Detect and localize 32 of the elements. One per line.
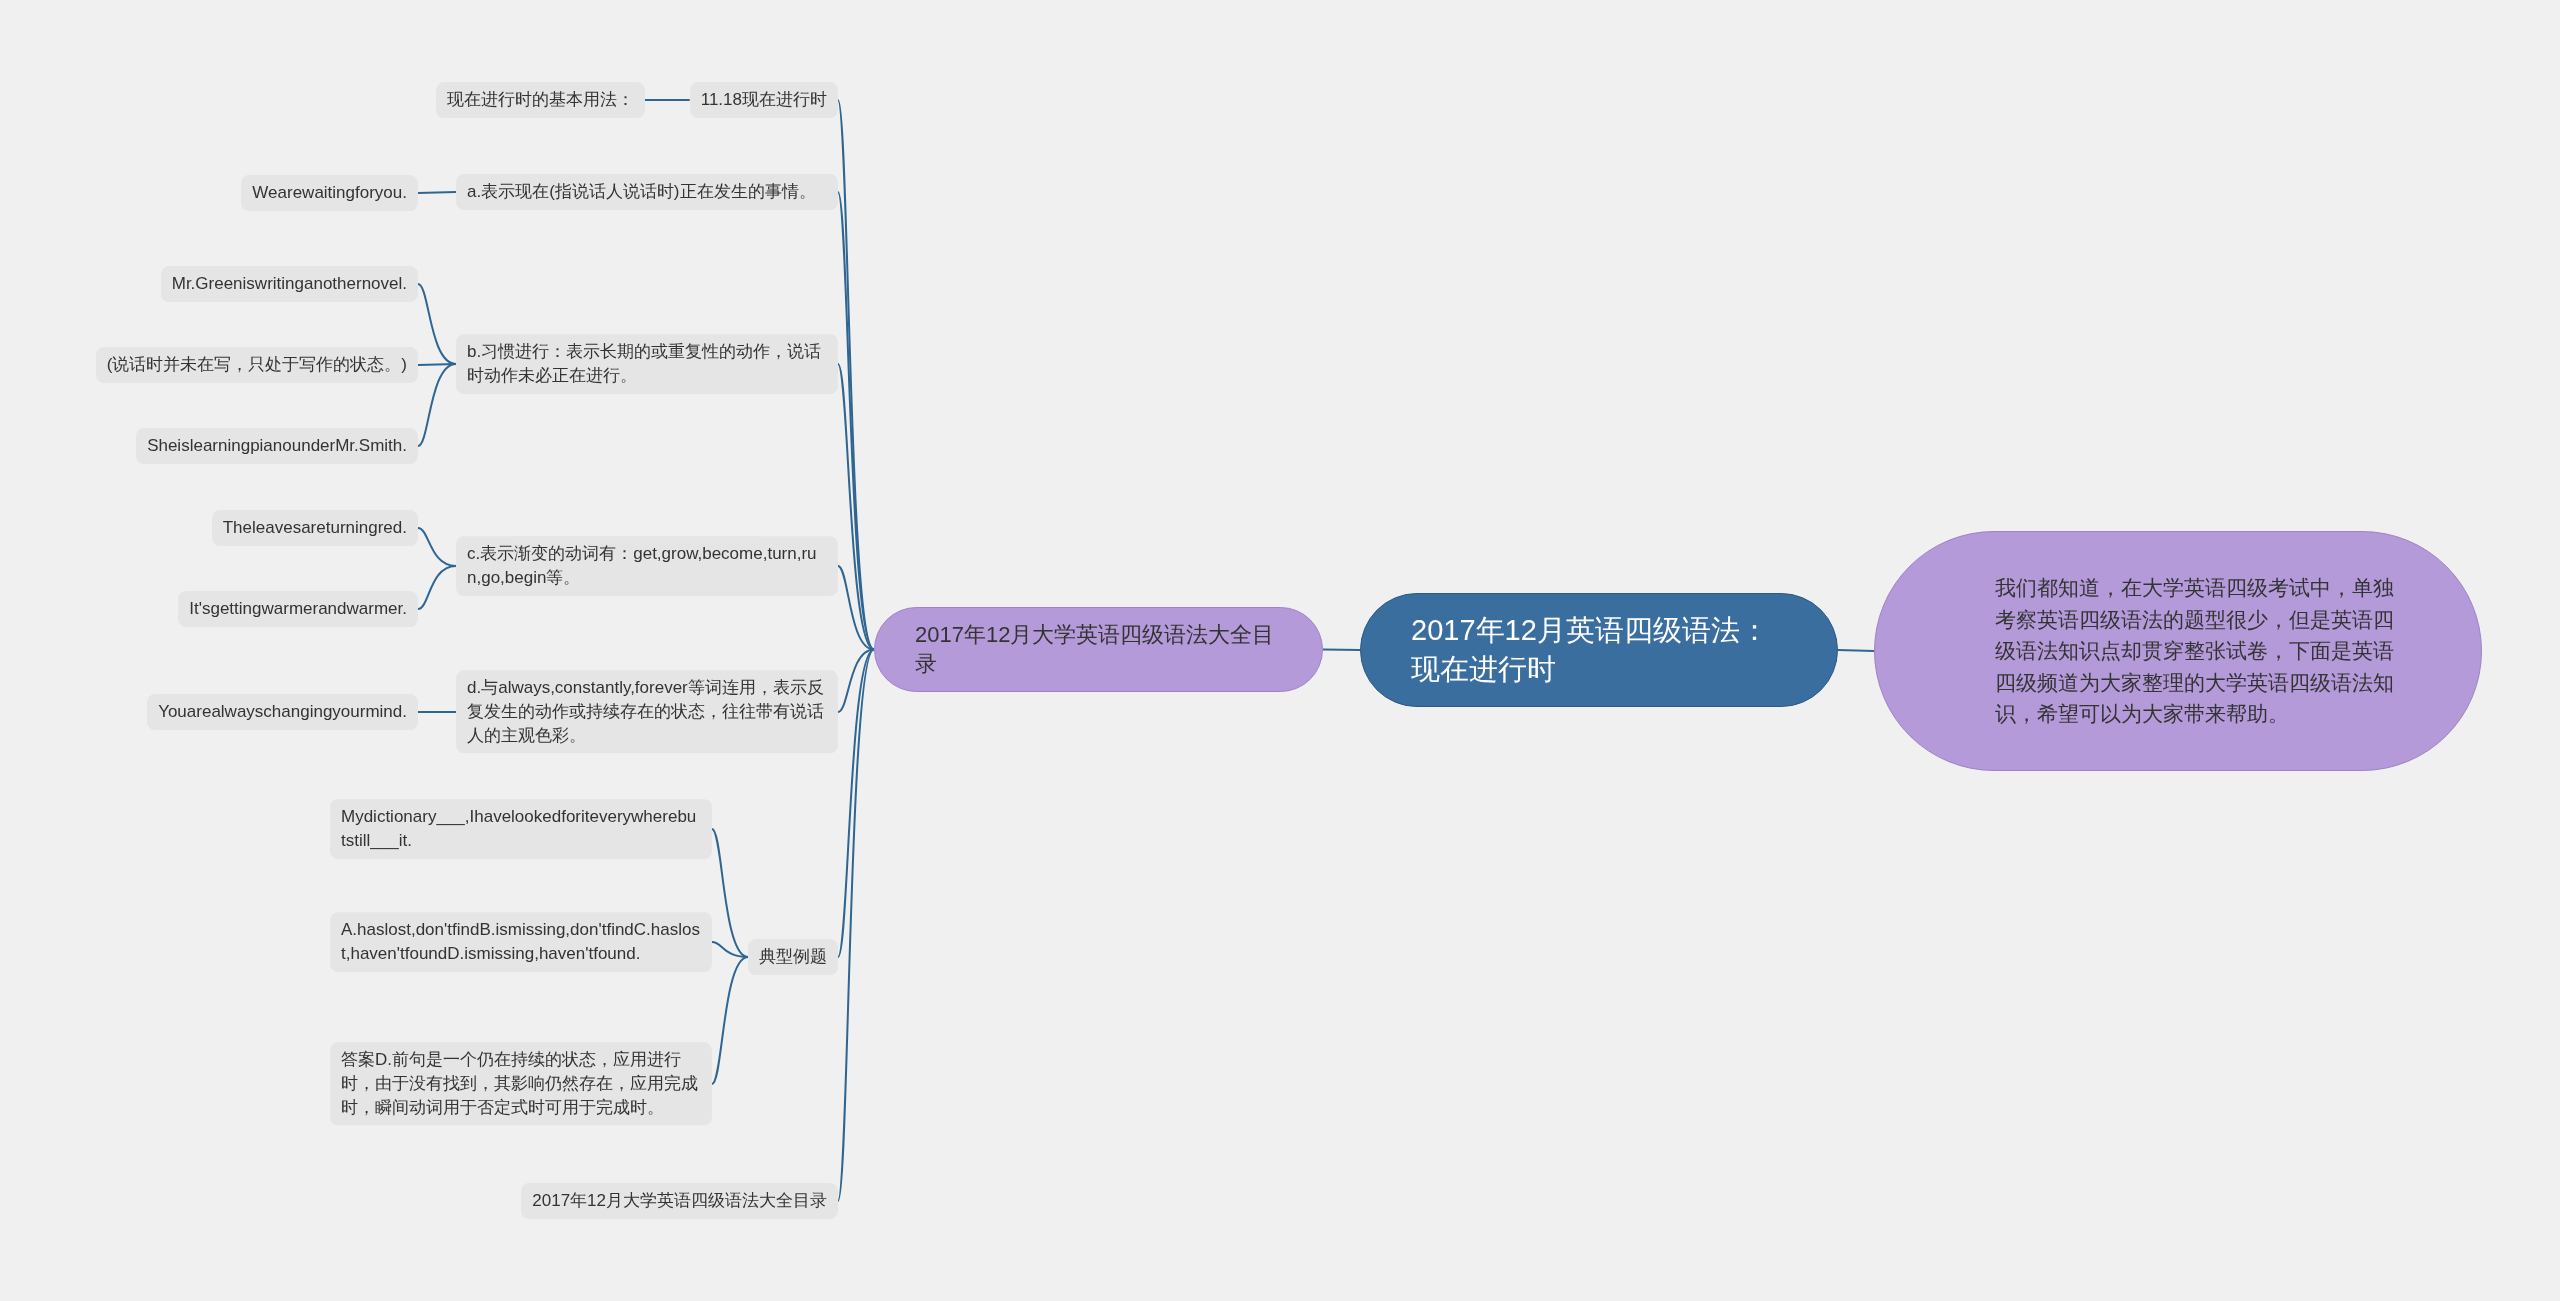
topic-box: Wearewaitingforyou. bbox=[241, 175, 418, 211]
topic-box: A.haslost,don'tfindB.ismissing,don'tfindC.haslost,haven'tfoundD.ismissing,haven'tfound. bbox=[330, 912, 712, 972]
topic-box: 2017年12月大学英语四级语法大全目录 bbox=[521, 1183, 838, 1219]
topic-box: b.习惯进行：表示长期的或重复性的动作，说话时动作未必正在进行。 bbox=[456, 334, 838, 394]
connector-line bbox=[1837, 649, 1875, 652]
topic-box: d.与always,constantly,forever等词连用，表示反复发生的动作或持续存在的状态，往往带有说话人的主观色彩。 bbox=[456, 670, 838, 754]
connector-line bbox=[837, 648, 875, 958]
connector-line bbox=[711, 956, 749, 1085]
topic-box: 答案D.前句是一个仍在持续的状态，应用进行时，由于没有找到，其影响仍然存在，应用完成时，瞬间动词用于否定式时可用于完成时。 bbox=[330, 1042, 712, 1126]
connector-line bbox=[417, 363, 457, 447]
topic-box: 11.18现在进行时 bbox=[689, 82, 838, 118]
connector-line bbox=[417, 711, 457, 713]
topic-box: Youarealwayschangingyourmind. bbox=[147, 694, 418, 730]
connector-line bbox=[837, 648, 875, 1202]
topic-box: c.表示渐变的动词有：get,grow,become,turn,run,go,begin等。 bbox=[456, 536, 838, 596]
topic-box: Theleavesareturningred. bbox=[211, 510, 418, 546]
topic-box: It'sgettingwarmerandwarmer. bbox=[178, 591, 418, 627]
topic-box: 典型例题 bbox=[748, 939, 838, 975]
topic-box: (说话时并未在写，只处于写作的状态。) bbox=[95, 347, 418, 383]
connector-line bbox=[417, 191, 457, 194]
connector-line bbox=[1322, 648, 1361, 651]
main-branch: 2017年12月大学英语四级语法大全目录 bbox=[874, 607, 1323, 692]
topic-box: a.表示现在(指说话人说话时)正在发生的事情。 bbox=[456, 174, 838, 210]
central-topic: 2017年12月英语四级语法：现在进行时 bbox=[1360, 593, 1838, 707]
topic-box: 现在进行时的基本用法： bbox=[436, 82, 645, 118]
connector-line bbox=[417, 565, 457, 610]
topic-box: Mr.Greeniswritinganothernovel. bbox=[160, 266, 418, 302]
connector-line bbox=[644, 99, 691, 101]
topic-box: SheislearningpianounderMr.Smith. bbox=[136, 428, 418, 464]
topic-box: Mydictionary___,Ihavelookedforiteverywherebutstill___it. bbox=[330, 799, 712, 859]
connector-line bbox=[711, 828, 749, 958]
description-bubble: 我们都知道，在大学英语四级考试中，单独考察英语四级语法的题型很少，但是英语四级语法知识点却贯穿整张试卷，下面是英语四级频道为大家整理的大学英语四级语法知识，希望可以为大家带来帮助。 bbox=[1874, 531, 2482, 771]
